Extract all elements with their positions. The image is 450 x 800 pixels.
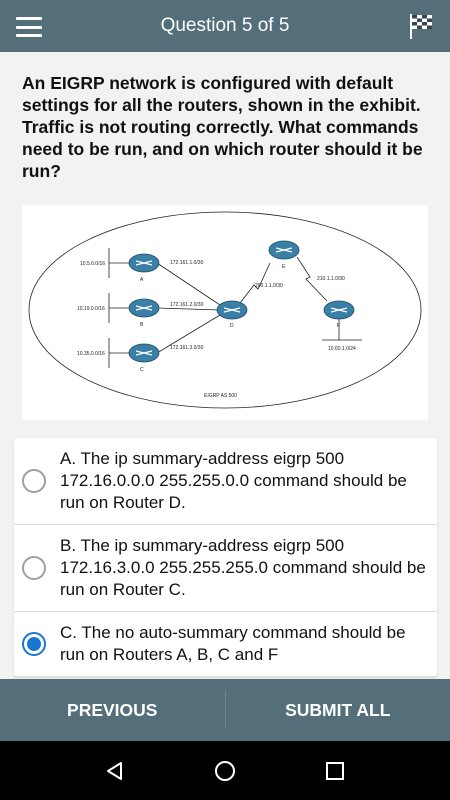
submit-all-button[interactable]: SUBMIT ALL — [285, 699, 391, 720]
router-c-icon — [128, 343, 160, 363]
net-f-label: 10.60.1.0/24 — [328, 346, 356, 352]
recents-square-icon[interactable] — [315, 751, 355, 791]
link-a-label: 172.161.1.0/30 — [170, 260, 204, 266]
router-d-icon — [216, 300, 248, 320]
answer-text-b: B. The ip summary-address eigrp 500 172.… — [60, 536, 426, 599]
page-title: Question 5 of 5 — [160, 15, 290, 36]
net-b-label: 10.19.0.0/16 — [77, 306, 105, 312]
router-a-label: A — [140, 277, 144, 283]
router-e-icon — [268, 240, 300, 260]
link-d-e-label: 200.1.1.0/30 — [255, 283, 283, 289]
answer-text-c: C. The no auto-summary command should be… — [60, 623, 406, 664]
system-nav-bar — [0, 741, 450, 800]
net-a-label: 10.5.0.0/16 — [80, 261, 105, 267]
question-text: An EIGRP network is configured with defa… — [22, 73, 423, 181]
checkered-flag-icon[interactable] — [406, 11, 436, 41]
net-c-label: 10.35.0.0/16 — [77, 351, 105, 357]
back-triangle-icon[interactable] — [95, 751, 135, 791]
router-d-label: D — [230, 323, 234, 329]
network-diagram: 10.5.0.0/16 10.19.0.0/16 10.35.0.0/16 17… — [28, 211, 422, 409]
router-c-label: C — [140, 367, 144, 373]
link-b-label: 172.161.2.0/30 — [170, 302, 204, 308]
radio-button-c[interactable] — [22, 632, 46, 656]
router-b-label: B — [140, 322, 144, 328]
router-a-icon — [128, 253, 160, 273]
answer-option-b[interactable]: B. The ip summary-address eigrp 500 172.… — [14, 525, 437, 612]
question-content[interactable]: An EIGRP network is configured with defa… — [0, 52, 450, 679]
router-b-icon — [128, 298, 160, 318]
radio-button-b[interactable] — [22, 556, 46, 580]
answer-text-a: A. The ip summary-address eigrp 500 172.… — [60, 449, 407, 512]
button-divider — [224, 691, 226, 729]
menu-icon[interactable] — [14, 14, 44, 40]
answer-option-c[interactable]: C. The no auto-summary command should be… — [14, 612, 437, 677]
answer-list: A. The ip summary-address eigrp 500 172.… — [14, 438, 437, 677]
router-f-icon — [323, 300, 355, 320]
link-e-f-label: 210.1.1.0/30 — [317, 276, 345, 282]
as-label: EIGRP AS 500 — [204, 393, 237, 399]
link-c-label: 172.161.3.0/30 — [170, 345, 204, 351]
router-e-label: E — [282, 264, 286, 270]
router-f-label: F — [337, 323, 340, 329]
previous-button[interactable]: PREVIOUS — [67, 699, 158, 720]
answer-option-a[interactable]: A. The ip summary-address eigrp 500 172.… — [14, 438, 437, 525]
network-exhibit: 10.5.0.0/16 10.19.0.0/16 10.35.0.0/16 17… — [22, 205, 428, 420]
top-app-bar: Question 5 of 5 — [0, 0, 450, 52]
bottom-action-bar: PREVIOUS SUBMIT ALL — [0, 679, 450, 741]
home-circle-icon[interactable] — [205, 751, 245, 791]
radio-button-a[interactable] — [22, 469, 46, 493]
